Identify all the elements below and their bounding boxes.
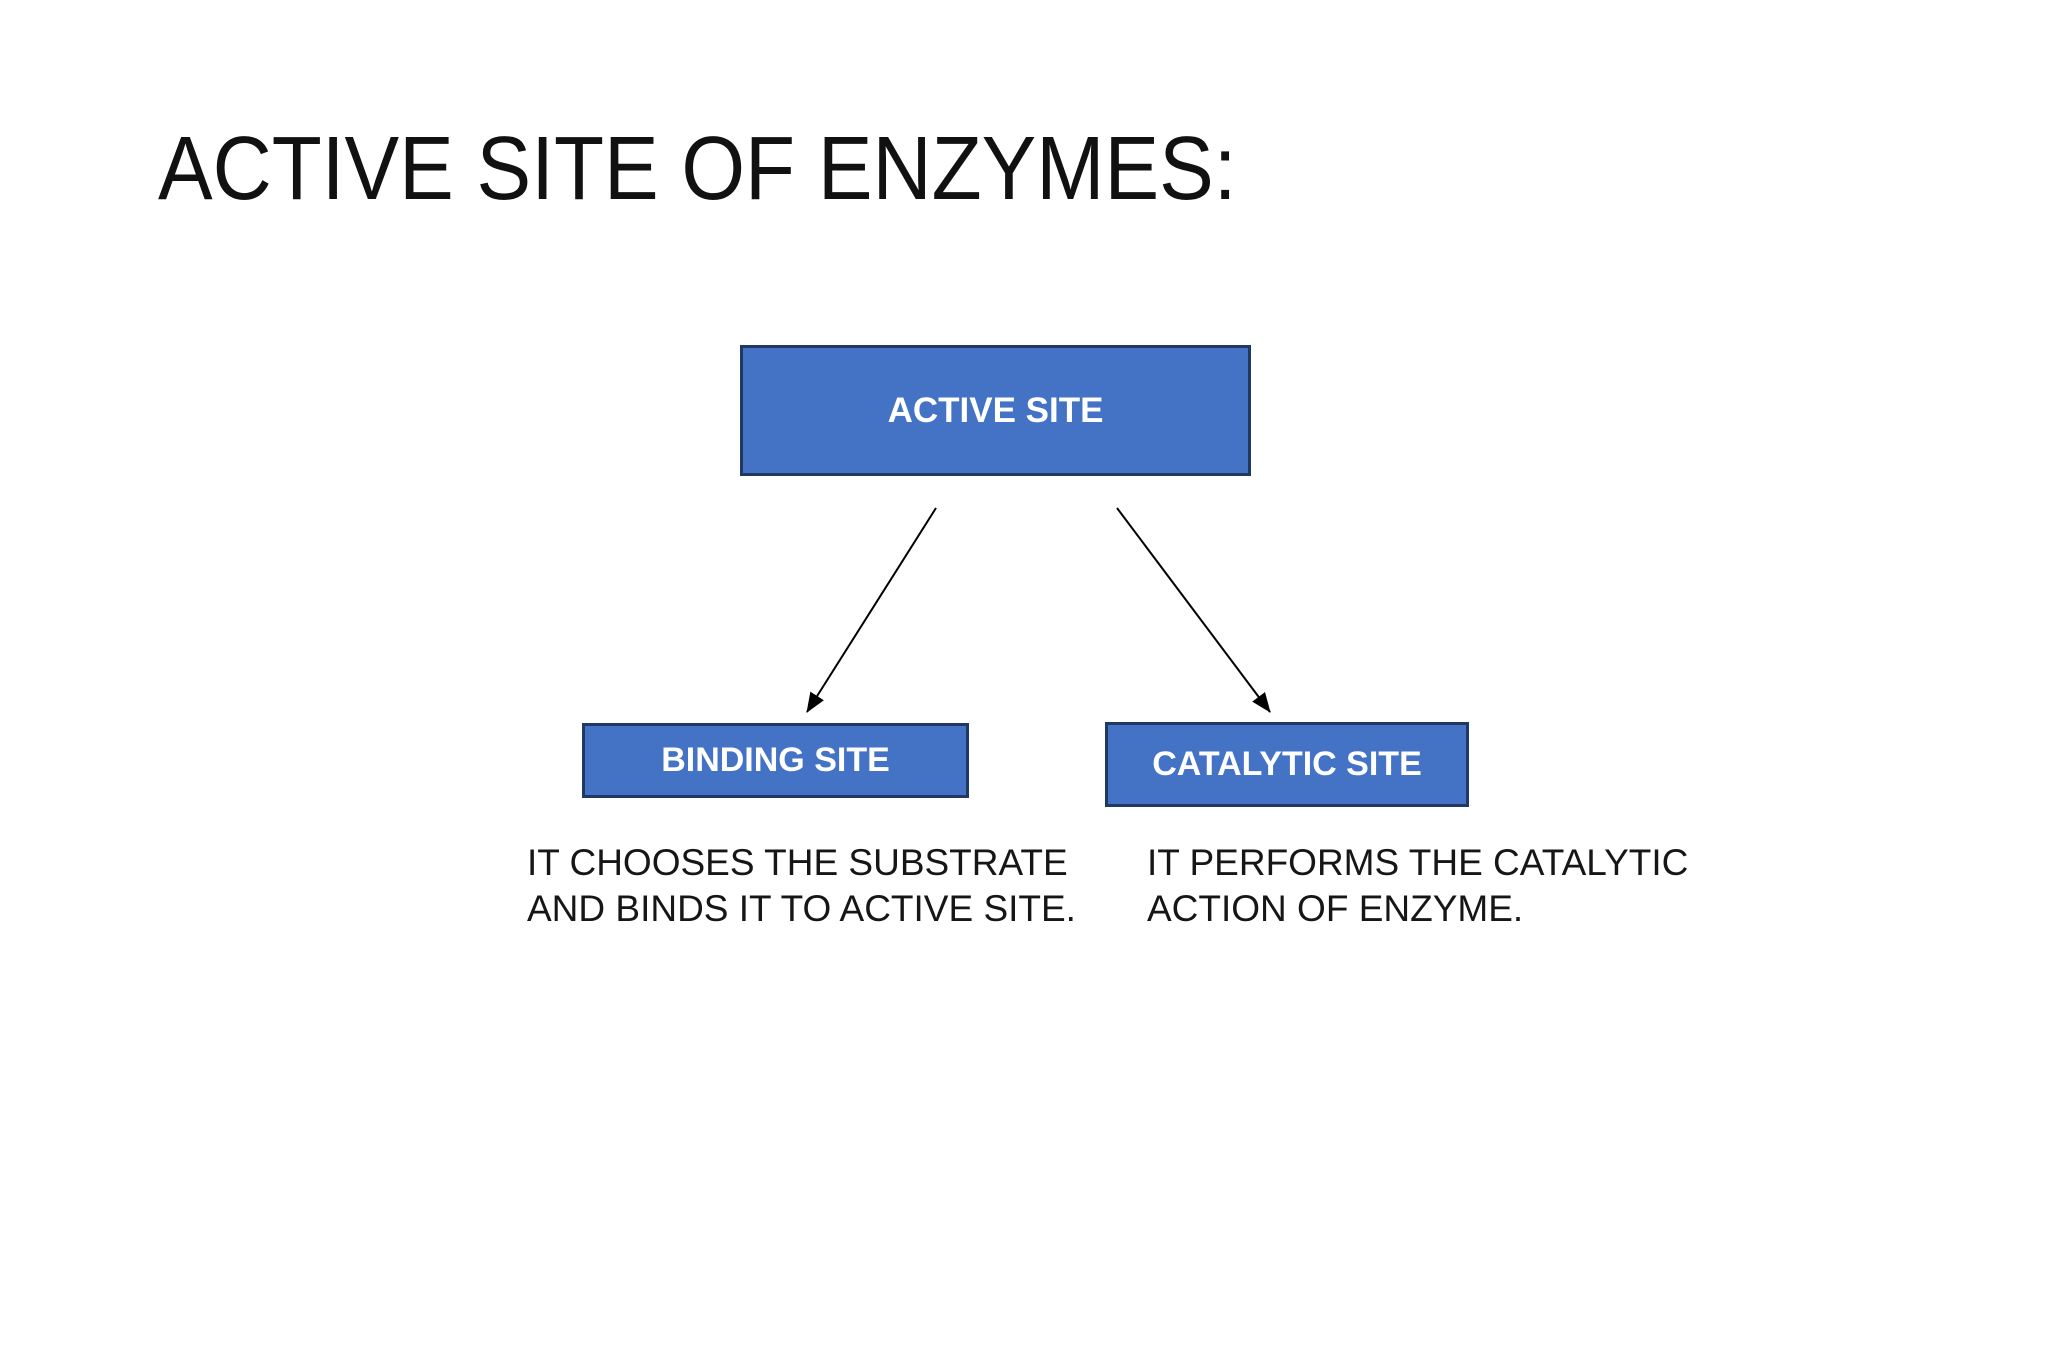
node-catalytic-site: CATALYTIC SITE <box>1105 722 1469 807</box>
catalytic-site-description-line2: ACTION OF ENZYME. <box>1147 888 1524 929</box>
node-active-site: ACTIVE SITE <box>740 345 1251 476</box>
binding-site-description: IT CHOOSES THE SUBSTRATE AND BINDS IT TO… <box>527 840 1076 932</box>
node-binding-site-label: BINDING SITE <box>661 741 890 779</box>
connector-arrow-left <box>806 507 937 713</box>
binding-site-description-line2: AND BINDS IT TO ACTIVE SITE. <box>527 888 1076 929</box>
node-catalytic-site-label: CATALYTIC SITE <box>1152 745 1422 783</box>
catalytic-site-description-line1: IT PERFORMS THE CATALYTIC <box>1147 842 1689 883</box>
binding-site-description-line1: IT CHOOSES THE SUBSTRATE <box>527 842 1068 883</box>
catalytic-site-description: IT PERFORMS THE CATALYTIC ACTION OF ENZY… <box>1147 840 1688 932</box>
slide-title: ACTIVE SITE OF ENZYMES: <box>158 119 1237 219</box>
node-active-site-label: ACTIVE SITE <box>887 390 1104 430</box>
node-binding-site: BINDING SITE <box>582 723 969 798</box>
connector-arrow-right <box>1116 507 1271 713</box>
